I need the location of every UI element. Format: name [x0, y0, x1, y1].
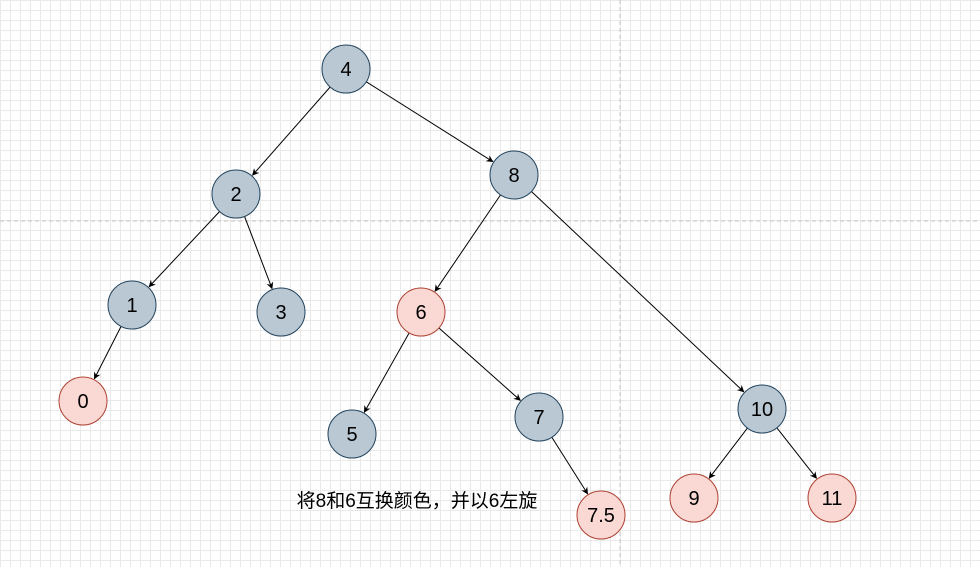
node-label: 9 [688, 488, 699, 510]
node-circle [211, 169, 261, 219]
edge-6-to-7 [438, 327, 521, 401]
edge-10-to-11 [776, 427, 817, 479]
edge-2-to-1 [148, 211, 220, 288]
tree-node-10: 10 [737, 384, 787, 434]
diagram-caption: 将8和6互换颜色，并以6左旋 [297, 490, 538, 512]
tree-node-7: 7 [514, 392, 564, 442]
node-label: 0 [77, 391, 88, 413]
edges-layer [93, 81, 817, 495]
tree-node-0: 0 [58, 376, 108, 426]
node-label: 11 [822, 488, 843, 510]
tree-node-9: 9 [669, 473, 719, 523]
edge-4-to-8 [366, 81, 494, 163]
node-circle [737, 384, 787, 434]
node-label: 7 [533, 407, 544, 429]
node-circle [327, 409, 377, 459]
node-label: 4 [340, 59, 351, 81]
node-label: 3 [275, 302, 286, 324]
node-circle [489, 150, 539, 200]
tree-node-6: 6 [396, 287, 446, 337]
tree-node-7-5: 7.5 [576, 490, 626, 540]
node-label: 2 [230, 184, 241, 206]
edge-1-to-0 [93, 326, 122, 380]
tree-node-2: 2 [211, 169, 261, 219]
node-label: 6 [415, 302, 426, 324]
tree-node-5: 5 [327, 409, 377, 459]
edge-2-to-3 [244, 216, 274, 290]
node-label: 7.5 [587, 505, 615, 527]
tree-node-11: 11 [807, 473, 857, 523]
node-circle [576, 490, 626, 540]
edge-6-to-5 [363, 332, 410, 413]
node-circle [58, 376, 108, 426]
nodes-layer: 4 2 8 1 3 6 0 5 7 10 7.5 9 11 [58, 44, 857, 540]
tree-node-1: 1 [107, 280, 157, 330]
node-label: 10 [751, 399, 773, 421]
node-circle [321, 44, 371, 94]
node-circle [396, 287, 446, 337]
tree-node-8: 8 [489, 150, 539, 200]
node-circle [107, 280, 157, 330]
edge-10-to-9 [708, 427, 748, 479]
tree-node-4: 4 [321, 44, 371, 94]
node-label: 8 [508, 165, 519, 187]
node-circle [807, 473, 857, 523]
node-circle [514, 392, 564, 442]
edge-7-to-75 [551, 437, 589, 495]
edge-8-to-6 [434, 194, 501, 292]
tree-node-3: 3 [256, 287, 306, 337]
node-circle [256, 287, 306, 337]
edge-8-to-10 [531, 191, 745, 393]
node-label: 1 [126, 295, 137, 317]
node-circle [669, 473, 719, 523]
edge-4-to-2 [252, 86, 331, 176]
node-label: 5 [346, 424, 357, 446]
